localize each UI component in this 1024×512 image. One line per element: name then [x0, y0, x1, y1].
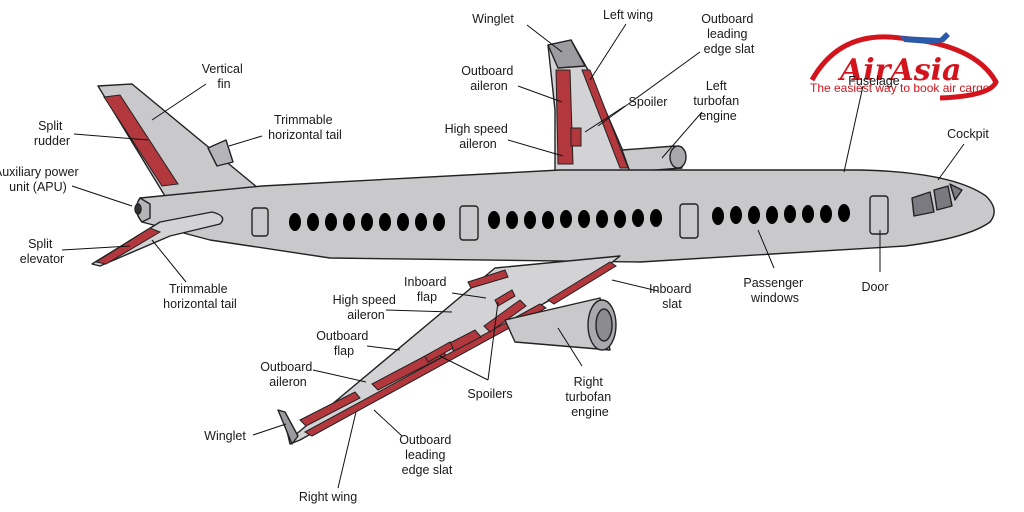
door-front [869, 195, 889, 235]
left-wing [547, 39, 633, 175]
left-spoiler [570, 127, 582, 147]
cockpit-window-2 [933, 185, 953, 211]
label-spoilers: Spoilers [467, 387, 512, 401]
right-inboard-flap-2 [467, 269, 509, 289]
door-mid [459, 205, 479, 241]
label-left-wing: Left wing [603, 8, 653, 22]
label-inboard-flap: Inboard flap [404, 275, 450, 304]
label-cockpit: Cockpit [947, 127, 989, 141]
label-left-turbofan-engine: Left turbofan engine [693, 79, 742, 123]
right-inboard-flap [483, 299, 527, 333]
logo-text: AirAsia [837, 53, 961, 88]
label-outboard-aileron-bottom: Outboard aileron [260, 360, 316, 389]
split-rudder [103, 94, 179, 187]
right-spoiler-2 [494, 289, 516, 307]
airasia-logo: AirAsia The easiest way to book air carg… [809, 32, 999, 101]
logo-tagline: The easiest way to book air cargo [810, 81, 990, 95]
label-outboard-leading-edge-slat-bottom: Outboard leading edge slat [399, 433, 455, 477]
vertical-fin [97, 83, 259, 197]
label-spoiler: Spoiler [629, 95, 668, 109]
label-fuselage: Fuselage [848, 74, 899, 88]
label-passenger-windows: Passenger windows [743, 276, 806, 305]
right-wing [277, 255, 621, 445]
label-winglet-top: Winglet [472, 12, 514, 26]
left-outboard-aileron [555, 69, 574, 165]
cockpit-window-1 [911, 191, 935, 217]
passenger-windows-front [712, 204, 850, 225]
right-inboard-slat [547, 261, 617, 305]
label-right-wing: Right wing [299, 490, 357, 504]
label-split-rudder: Split rudder [34, 119, 70, 148]
label-split-elevator: Split elevator [20, 237, 64, 266]
fuselage [134, 169, 995, 263]
right-turbofan-engine [504, 297, 617, 351]
label-apu: Auxiliary power unit (APU) [0, 165, 82, 194]
trimmable-horizontal-tail-far [207, 139, 234, 167]
left-turbofan-engine [621, 145, 687, 173]
label-high-speed-aileron-top: High speed aileron [445, 122, 512, 151]
label-door: Door [861, 280, 888, 294]
passenger-windows-mid [488, 209, 662, 229]
label-vertical-fin: Vertical fin [202, 62, 246, 91]
label-outboard-aileron-top: Outboard aileron [461, 64, 517, 93]
left-winglet [547, 39, 586, 69]
labels: Winglet Left wing Outboard leading edge … [0, 8, 989, 504]
right-spoiler-1 [424, 341, 454, 363]
logo-plane-icon [900, 32, 950, 44]
door-over-wing [679, 203, 699, 239]
cockpit-window-3 [949, 183, 963, 201]
label-outboard-flap: Outboard flap [316, 329, 372, 358]
label-inboard-slat: Inboard slat [649, 282, 695, 311]
label-high-speed-aileron-bottom: High speed aileron [333, 293, 400, 322]
label-outboard-leading-edge-slat-top: Outboard leading edge slat [701, 12, 757, 56]
door-rear [251, 207, 269, 237]
right-outboard-aileron [299, 391, 361, 427]
label-trimmable-horizontal-tail-bottom: Trimmable horizontal tail [163, 282, 237, 311]
label-winglet-bottom: Winglet [204, 429, 246, 443]
label-trimmable-horizontal-tail-top: Trimmable horizontal tail [268, 113, 342, 142]
logo-swoosh [809, 34, 999, 101]
right-winglet [277, 409, 299, 445]
apu-exhaust [134, 203, 142, 215]
passenger-windows-rear [289, 213, 445, 231]
leader-lines [61, 23, 965, 489]
label-right-turbofan-engine: Right turbofan engine [565, 375, 614, 419]
